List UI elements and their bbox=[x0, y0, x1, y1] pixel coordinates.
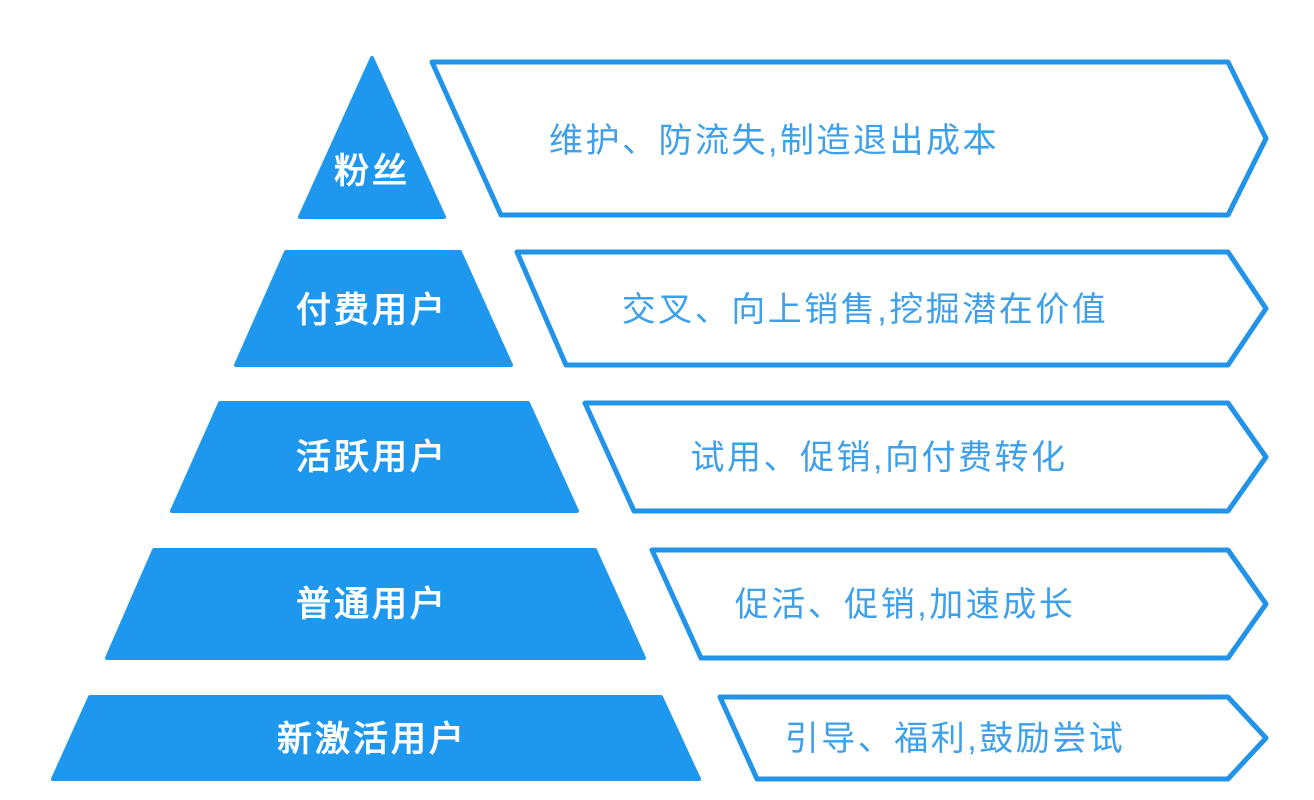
banner-fans bbox=[429, 59, 1269, 218]
banner-regular-users bbox=[649, 547, 1269, 661]
level-label-fans: 粉丝 bbox=[334, 152, 410, 191]
banner-active-users bbox=[582, 400, 1269, 514]
level-label-new-activated-users: 新激活用户 bbox=[277, 720, 467, 759]
level-row-fans: 粉丝 维护、防流失,制造退出成本 bbox=[298, 56, 1269, 219]
strategy-text-fans: 维护、防流失,制造退出成本 bbox=[549, 122, 999, 160]
pyramid-level-new-activated-users bbox=[51, 695, 701, 781]
pyramid-level-fans bbox=[298, 56, 446, 219]
strategy-text-new-activated-users: 引导、福利,鼓励尝试 bbox=[785, 720, 1125, 758]
level-row-new-activated-users: 新激活用户 引导、福利,鼓励尝试 bbox=[51, 694, 1269, 782]
pyramid-level-regular-users bbox=[105, 548, 646, 660]
strategy-text-regular-users: 促活、促销,加速成长 bbox=[735, 586, 1075, 624]
pyramid-level-active-users bbox=[170, 401, 579, 513]
banner-new-activated-users bbox=[717, 694, 1269, 782]
level-label-paying-users: 付费用户 bbox=[296, 291, 448, 330]
level-row-regular-users: 普通用户 促活、促销,加速成长 bbox=[105, 547, 1269, 661]
strategy-text-active-users: 试用、促销,向付费转化 bbox=[691, 439, 1068, 477]
level-label-regular-users: 普通用户 bbox=[296, 585, 448, 624]
level-row-paying-users: 付费用户 交叉、向上销售,挖掘潜在价值 bbox=[234, 249, 1269, 368]
banner-paying-users bbox=[514, 249, 1269, 368]
level-row-active-users: 活跃用户 试用、促销,向付费转化 bbox=[170, 400, 1269, 514]
pyramid-level-paying-users bbox=[234, 250, 513, 367]
level-label-active-users: 活跃用户 bbox=[296, 438, 448, 477]
strategy-text-paying-users: 交叉、向上销售,挖掘潜在价值 bbox=[622, 291, 1108, 329]
